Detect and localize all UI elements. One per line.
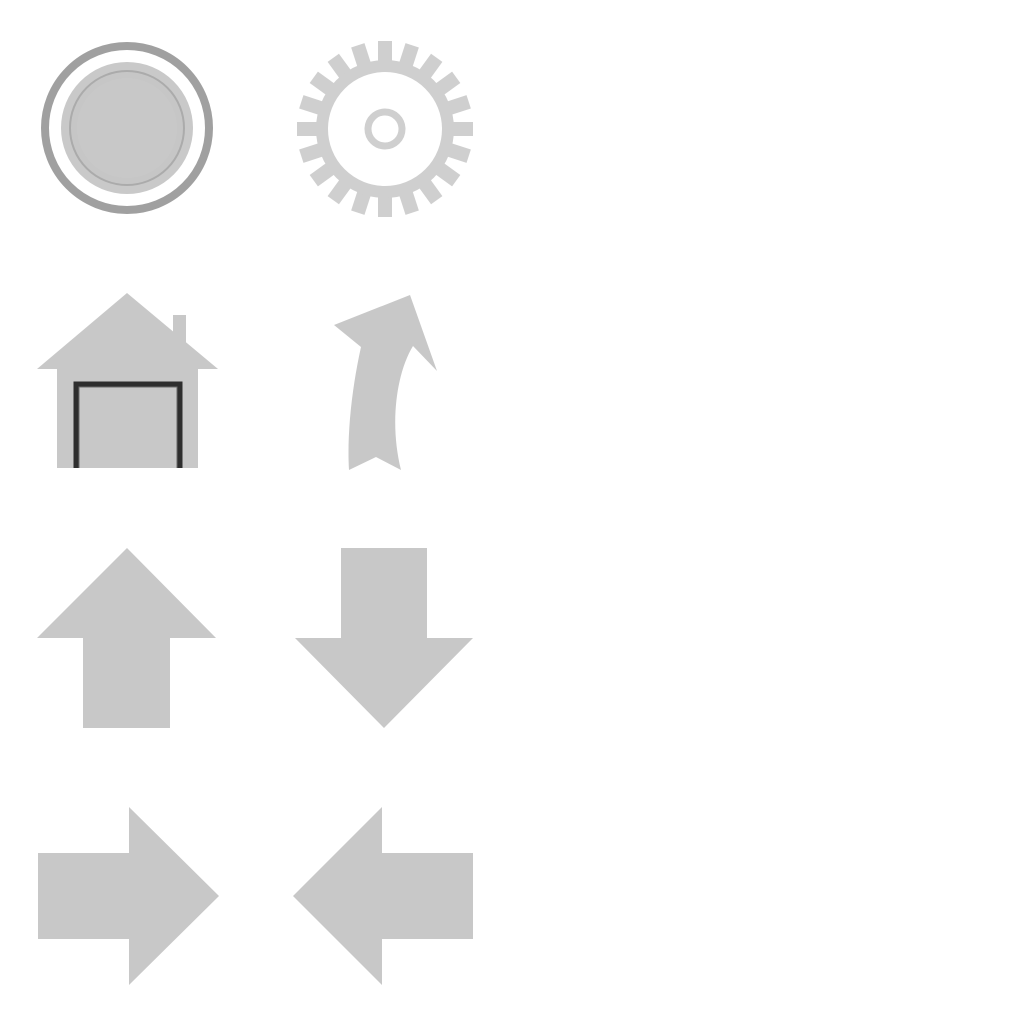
record-button-icon[interactable] [32,33,222,223]
gear-tooth [297,122,319,136]
gear-tooth [299,95,325,116]
record-button-icon-graphic [41,42,213,214]
arrow-down-icon[interactable] [289,543,479,733]
arrow-right-icon-graphic [38,807,219,985]
curved-arrow-up-icon-graphic [334,295,437,470]
gear-tooth [398,43,419,69]
arrow-down-icon-graphic [295,548,473,728]
gear-icon[interactable] [289,33,479,223]
gear-tooth [445,142,471,163]
curved-arrow-up-icon[interactable] [289,287,479,477]
arrow-up-icon-graphic [37,548,216,728]
gear-tooth [398,189,419,215]
gear-tooth [451,122,473,136]
gear-tooth [378,41,392,63]
arrow-left-icon[interactable] [289,800,479,990]
gear-tooth [445,95,471,116]
arrow-right-icon[interactable] [32,800,222,990]
gear-icon-graphic [297,41,473,217]
home-garage-icon[interactable] [32,287,222,477]
gear-tooth [351,43,372,69]
gear-tooth [351,189,372,215]
gear-tooth [378,195,392,217]
arrow-up-icon[interactable] [32,543,222,733]
home-garage-icon-graphic [37,293,218,468]
arrow-left-icon-graphic [293,807,473,985]
gear-tooth [299,142,325,163]
